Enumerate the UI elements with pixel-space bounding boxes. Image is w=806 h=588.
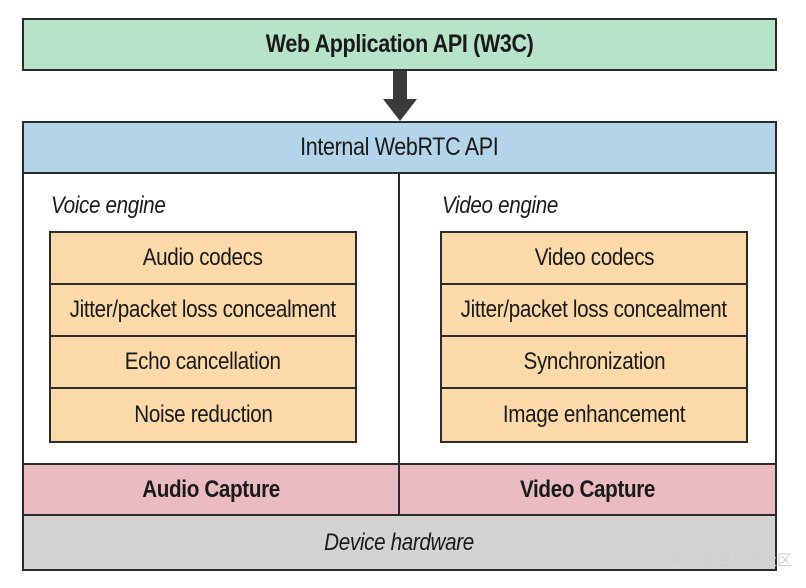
web-application-api-box: Web Application API (W3C) [22,18,777,71]
video-engine-title: Video engine [442,192,559,219]
video-item-synchronization: Synchronization [442,337,746,389]
voice-item-echo-cancellation: Echo cancellation [51,337,355,389]
device-hardware-box: Device hardware [22,514,777,571]
video-item-image-enhancement: Image enhancement [502,401,686,428]
down-arrow-icon [383,71,417,121]
voice-item-audio-codecs: Audio codecs [51,233,355,285]
internal-webrtc-api-box: Internal WebRTC API [22,121,777,174]
video-capture-box: Video Capture [398,463,777,516]
voice-item-jitter-concealment: Jitter/packet loss concealment [51,285,355,337]
internal-webrtc-api-label: Internal WebRTC API [300,133,499,161]
voice-item-noise-reduction: Noise reduction [133,401,273,428]
audio-capture-label: Audio Capture [142,475,280,503]
video-item-video-codecs: Video codecs [442,233,746,285]
video-engine-stack: Video codecs Jitter/packet loss concealm… [440,231,748,443]
web-application-api-label: Web Application API (W3C) [265,30,534,58]
audio-capture-box: Audio Capture [22,463,400,516]
watermark: @稀土掘金技术社区 [656,552,792,569]
device-hardware-label: Device hardware [324,528,475,556]
voice-engine-stack: Audio codecs Jitter/packet loss concealm… [49,231,357,443]
video-item-jitter-concealment: Jitter/packet loss concealment [442,285,746,337]
video-capture-label: Video Capture [519,475,656,503]
voice-engine-title: Voice engine [51,192,166,219]
engine-divider [398,173,400,465]
